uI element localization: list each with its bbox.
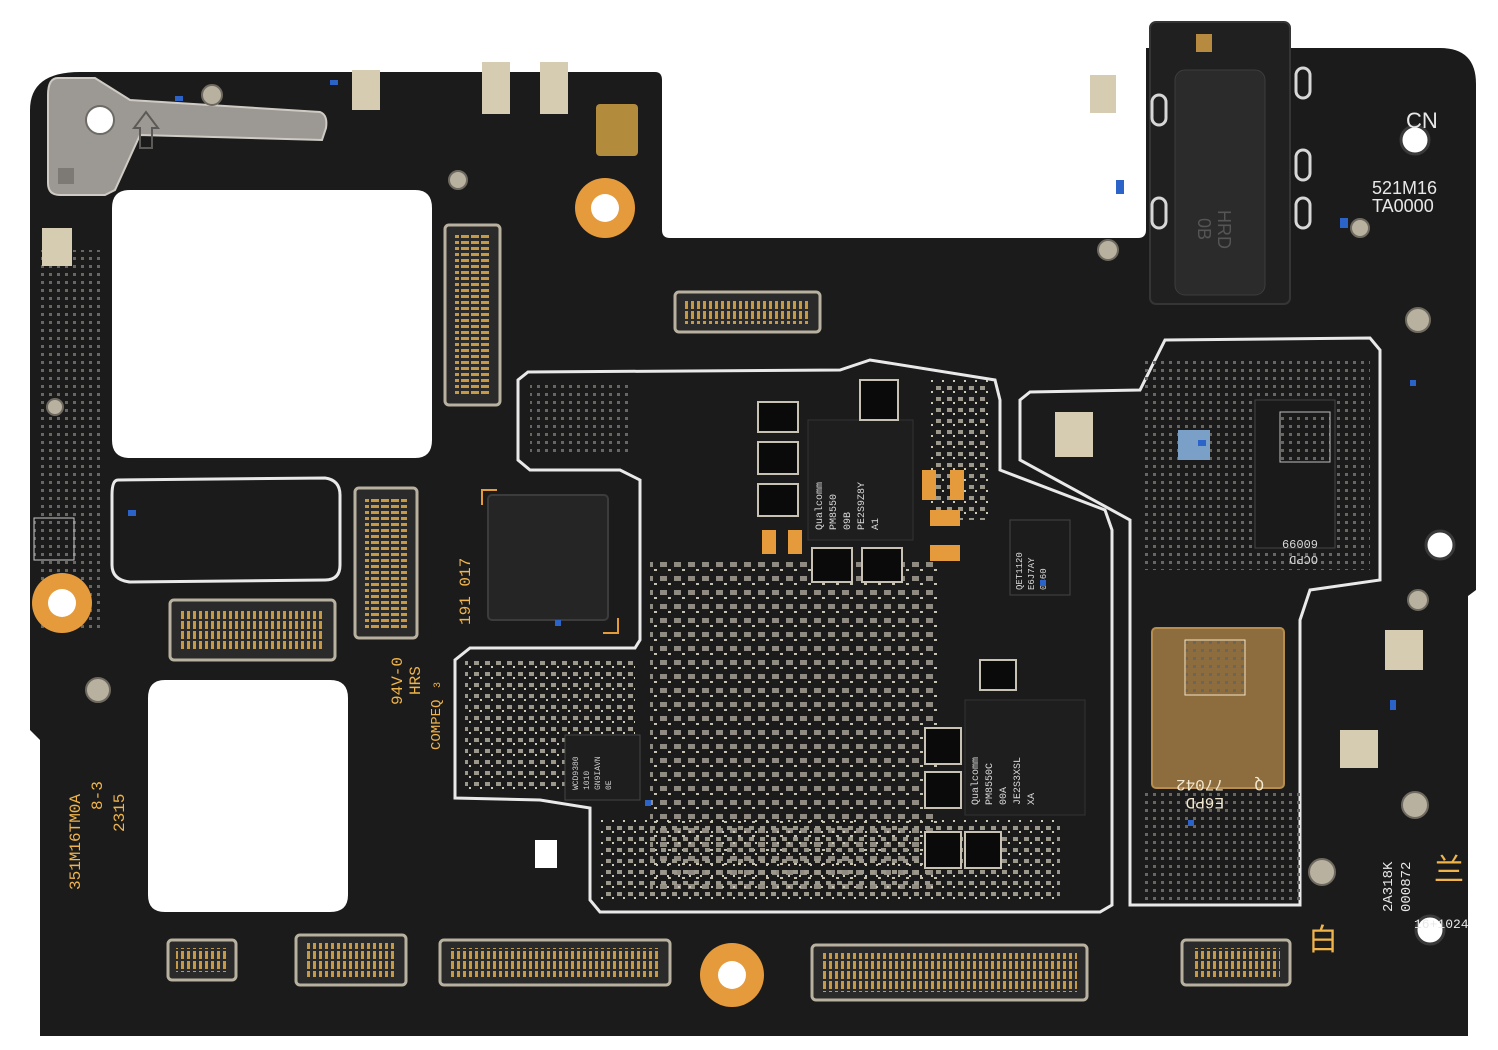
coax-connectors (46, 84, 1431, 886)
misc-components (42, 62, 1423, 868)
marking-000872: 000872 (1399, 862, 1415, 912)
passive-field-left-edge (40, 250, 100, 630)
shield-trace-main (453, 358, 1114, 914)
marking-ta0000: TA0000 (1372, 196, 1434, 216)
arrow-up-icon (132, 110, 160, 149)
small-ic-line2: E6J7AY (1027, 557, 1037, 590)
pmic-small-line2: PM8550 (829, 494, 840, 530)
soc-corner-marks (481, 489, 619, 634)
jack-marking-2: 0B (1194, 218, 1214, 240)
pmic-small-chip (807, 419, 914, 541)
pmic-small-line4: PE2S9Z8Y (857, 482, 868, 530)
bracket-tab (58, 168, 74, 184)
pmic-large-line3: 00A (999, 787, 1010, 805)
marking-cjk-bottom: 白 (1308, 923, 1338, 958)
marking-cjk-top: 兰 (1434, 853, 1464, 888)
jack-mount-slots (1150, 66, 1312, 230)
2d-barcode-left (33, 517, 75, 561)
marking-16-1024: 16+1024 (1414, 917, 1469, 932)
pmic-large-line5: XA (1027, 793, 1038, 805)
audio-codec-chip (564, 734, 641, 801)
microphone (596, 104, 638, 156)
passive-field-right-bottom (1140, 790, 1300, 900)
pmic-large-line1: Qualcomm (970, 757, 982, 805)
small-ic-line3: 0C60 (1039, 568, 1049, 590)
headphone-jack-inner (1174, 69, 1266, 296)
marking-521m16: 521M16 (1372, 178, 1437, 198)
passive-field-top (530, 385, 630, 455)
pmic-large-chip (964, 699, 1086, 816)
marking-2a318k: 2A318K (1381, 861, 1397, 912)
audio-codec-line4: 0E (605, 780, 614, 790)
memory-line2: 77042 (1176, 775, 1224, 793)
marking-compeq: COMPEQ (429, 700, 445, 750)
memory-line3: E6PD (1186, 793, 1224, 811)
jack-marking-1: HRD (1214, 210, 1234, 249)
memory-2d-code (1184, 639, 1246, 696)
camera-cutout-bottom (148, 680, 348, 912)
pmic-large-line2: PM8550C (985, 763, 996, 805)
camera-cutout-top (112, 190, 432, 458)
audio-codec-line2: 1010 (583, 771, 592, 790)
ufs-line2: OCPD (1289, 552, 1318, 566)
pmic-large-line4: JE2S3XSL (1013, 757, 1024, 805)
shield-trace-left (110, 476, 342, 584)
marking-94v0: 94V-0 (389, 657, 407, 705)
orange-caps (762, 470, 964, 561)
ufs-line1: 60099 (1282, 536, 1318, 550)
metal-bracket (47, 77, 328, 196)
audio-codec-line3: GN9IAVN (594, 756, 603, 790)
marking-351m16tm0a: 351M16TM0A (67, 794, 85, 890)
marking-compeq-sub: 3 (433, 682, 444, 688)
small-ic-line1: QET1120 (1015, 552, 1025, 590)
memory-line1: Q (1254, 775, 1264, 793)
marking-2315: 2315 (111, 794, 129, 832)
marking-8-3: 8-3 (89, 781, 107, 810)
marking-cn: CN (1406, 108, 1438, 133)
screw-pads (32, 124, 1456, 1007)
inductor-group-top (757, 379, 903, 583)
marking-191017: 191 017 (457, 558, 475, 625)
pmic-small-line1: Qualcomm (814, 482, 826, 530)
soc-chip (487, 494, 609, 621)
bracket-screw-hole (85, 105, 115, 135)
jack-latch (1196, 34, 1212, 52)
inductor-group-bottom (924, 659, 1017, 869)
audio-codec-line1: WCD9380 (572, 756, 581, 790)
pmic-small-line3: 09B (843, 512, 854, 530)
pmic-small-line5: A1 (871, 518, 882, 530)
ufs-2d-code (1279, 411, 1331, 463)
marking-hrs: HRS (407, 666, 425, 695)
blue-markers (128, 80, 1416, 826)
board-to-board-connectors (166, 223, 1292, 1002)
